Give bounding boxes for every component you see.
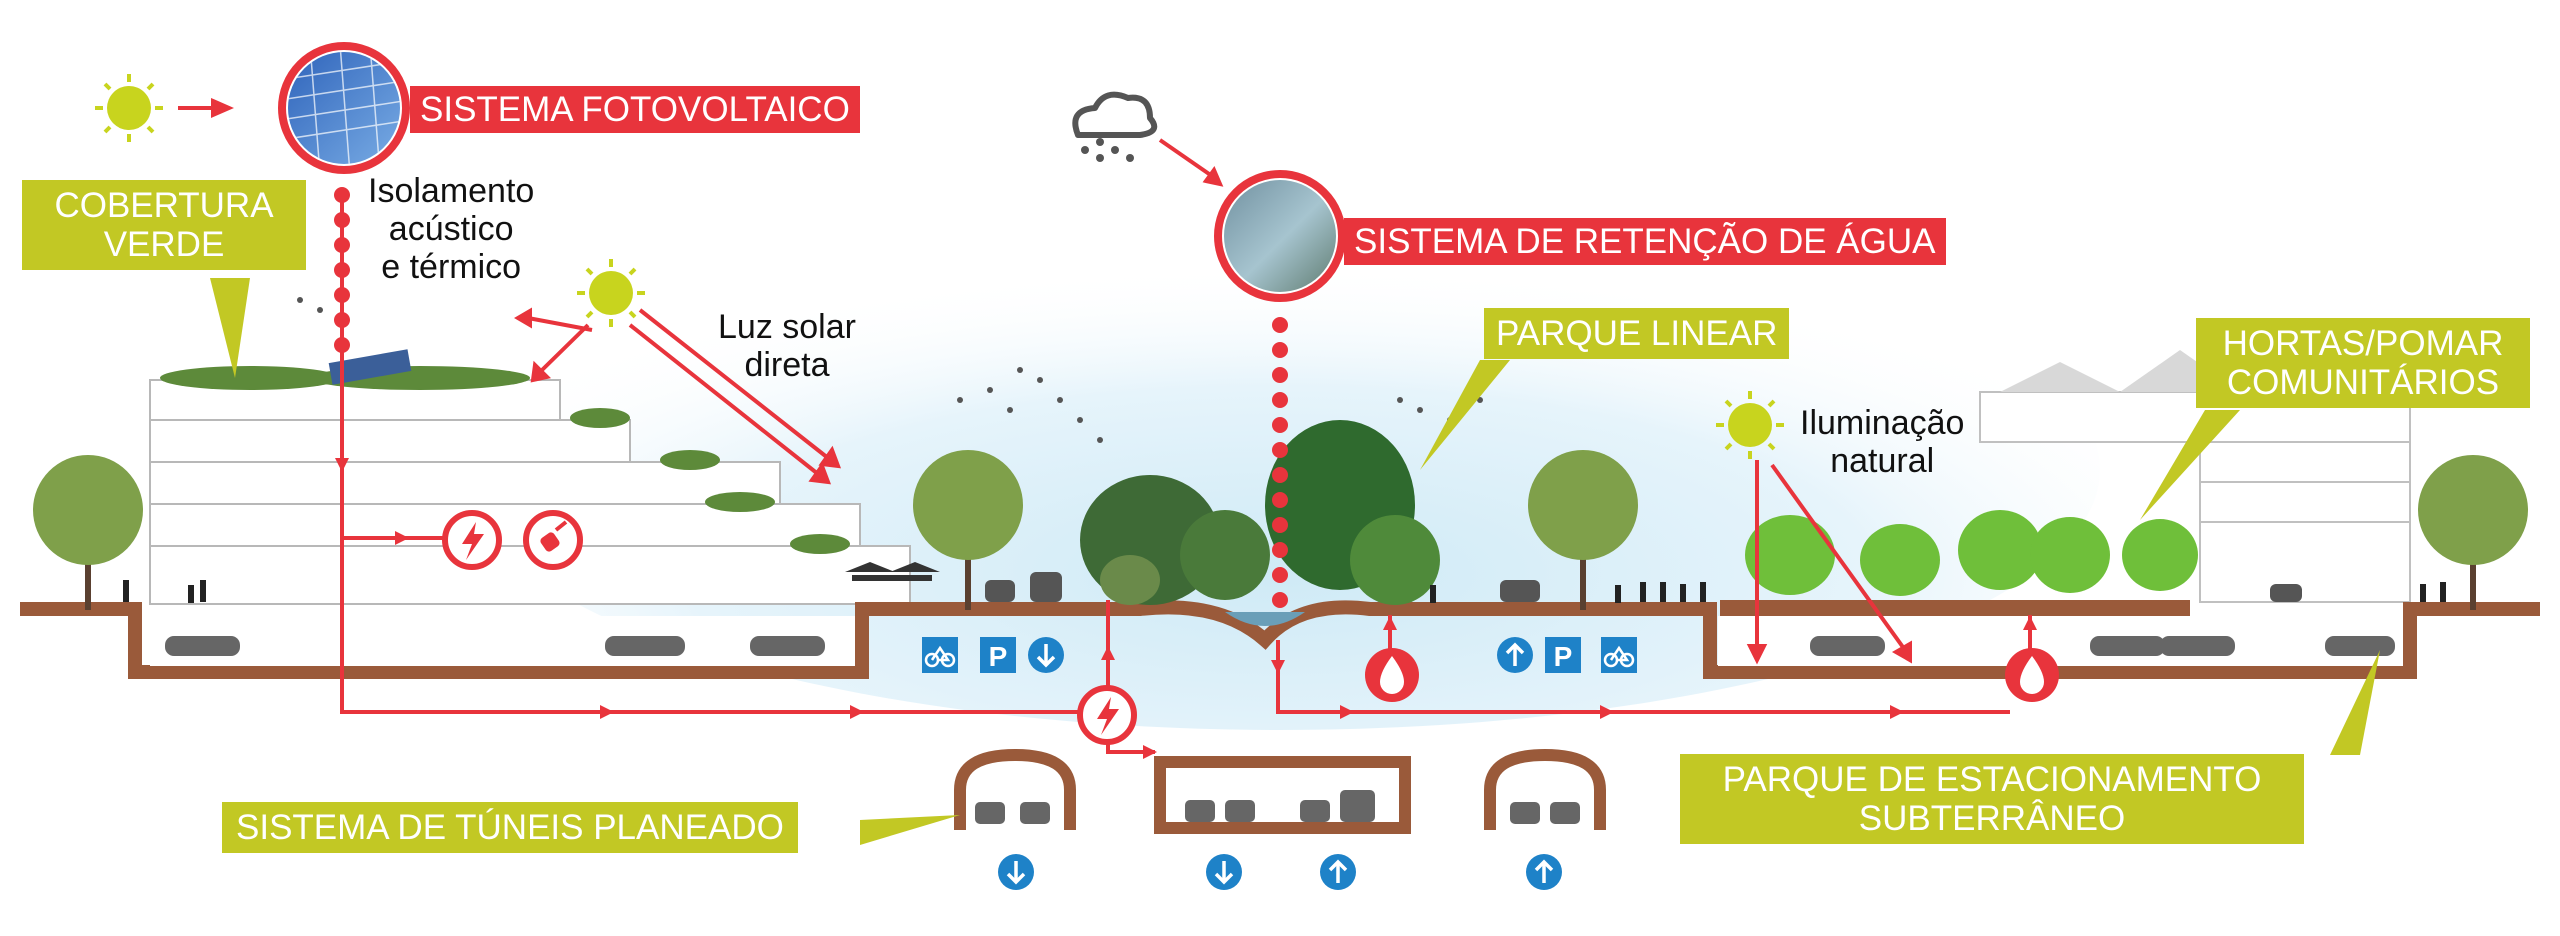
water-drop-icon [2005,648,2059,702]
rain-cloud-icon [1072,91,1158,162]
parking-icon: P [980,637,1016,673]
label-cobertura-verde-line2: VERDE [103,225,225,265]
linear-park-forest [1080,420,1440,605]
parking-level-left [150,616,855,666]
label-hortas-line2: COMUNITÁRIOS [2226,363,2500,403]
tunnel-icon [1484,748,1606,830]
lightning-icon [1077,685,1137,745]
bicycle-icon [1601,637,1637,673]
tree-icon [2418,455,2528,610]
arrow-down-icon [998,854,1034,890]
solar-panel-photo [278,42,410,174]
tree-icon [33,455,143,610]
label-hortas-line1: HORTAS/POMAR [2222,324,2504,363]
water-stream-photo [1214,170,1346,302]
arrow-down-icon [1206,854,1242,890]
note-iluminacao-line2: natural [1830,442,1935,481]
sun-icon [95,74,163,142]
callout-pointers [210,278,2380,845]
label-hortas-pomar: HORTAS/POMAR COMUNITÁRIOS [2196,318,2530,409]
note-isolamento-line3: e térmico [381,248,522,287]
parking-sign-label: P [989,641,1008,672]
label-sistema-retencao-agua: SISTEMA DE RETENÇÃO DE ÁGUA [1344,218,1946,266]
label-parque-linear: PARQUE LINEAR [1484,308,1790,360]
label-estacionamento-line2: SUBTERRÂNEO [1858,799,2126,839]
community-garden-bed [1720,600,2190,618]
note-luz-line1: Luz solar [718,308,856,346]
parking-sign-label: P [1554,641,1573,672]
arrow-up-icon [1526,854,1562,890]
parking-icon: P [1545,637,1581,673]
label-estacionamento-line1: PARQUE DE ESTACIONAMENTO [1722,760,2262,799]
parked-cars [165,636,2395,656]
dotted-solar-connector [334,187,350,353]
tunnel-vehicles [975,790,1580,824]
lightning-icon [442,510,502,570]
note-isolamento-line2: acústico [388,210,514,249]
green-roof-vegetation [160,366,850,554]
community-garden-trees [1745,510,2198,596]
street-cars [985,572,2302,602]
ground-section [20,600,2540,679]
pedestrians [123,580,2446,603]
label-cobertura-verde-line1: COBERTURA [54,186,274,225]
tree-icon [913,450,1023,610]
dotted-water-connector [1272,317,1288,608]
arrow-up-icon [1320,854,1356,890]
sun-icon [1716,391,1784,459]
label-parque-estacionamento: PARQUE DE ESTACIONAMENTO SUBTERRÂNEO [1680,754,2304,845]
note-iluminacao-natural: Iluminação natural [1800,404,1964,480]
note-iluminacao-line1: Iluminação [1800,404,1965,442]
arrow-down-icon [1028,637,1064,673]
tunnel-box-center [1154,756,1411,834]
birds [297,297,1483,443]
sun-icon [577,259,645,327]
tunnel-icon [954,748,1076,830]
label-cobertura-verde: COBERTURA VERDE [22,180,306,271]
solar-ray-arrows [178,97,1912,665]
note-luz-solar: Luz solar direta [718,308,856,384]
label-sistema-tuneis: SISTEMA DE TÚNEIS PLANEADO [222,802,798,854]
tree-icon [1528,450,1638,610]
label-sistema-fotovoltaico: SISTEMA FOTOVOLTAICO [410,86,860,134]
flow-arrows [335,458,2037,759]
market-stalls [845,562,940,581]
water-channel [1225,612,1305,626]
street-trees [33,450,2528,610]
water-drop-icon [1365,648,1419,702]
arrow-up-icon [1497,637,1533,673]
note-luz-line2: direta [744,346,830,385]
note-isolamento-line1: Isolamento [368,172,535,210]
bicycle-icon [922,637,958,673]
note-isolamento: Isolamento acústico e térmico [368,172,534,286]
plug-icon [523,510,583,570]
rooftop-solar-panel [328,349,412,385]
